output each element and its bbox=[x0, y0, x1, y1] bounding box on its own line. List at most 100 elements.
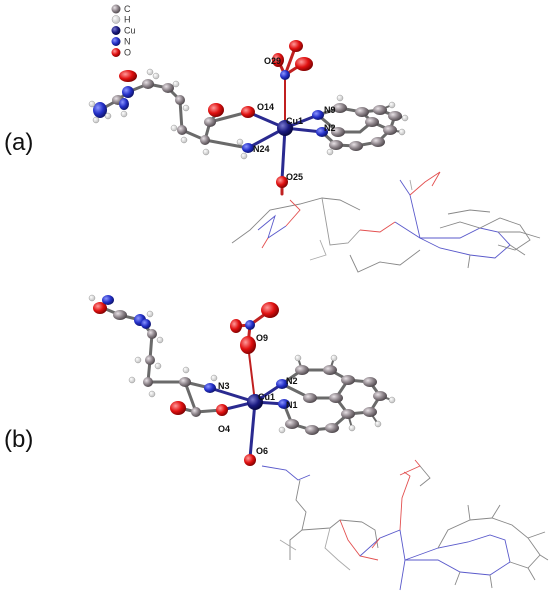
nitrogen-atom bbox=[93, 102, 107, 118]
carbon-atom bbox=[145, 355, 155, 365]
carbon-atom bbox=[341, 409, 355, 419]
hydrogen-atom bbox=[154, 362, 162, 370]
atom-label: N24 bbox=[253, 144, 270, 154]
hydrogen-atom bbox=[240, 152, 248, 160]
carbon-atom bbox=[363, 377, 377, 387]
hydrogen-atom bbox=[326, 148, 334, 156]
carbon-atom bbox=[371, 137, 385, 147]
nitrogen-atom bbox=[312, 110, 324, 120]
oxygen-atom bbox=[208, 103, 224, 117]
element-legend: C H Cu N O bbox=[111, 4, 136, 58]
hydrogen-atom bbox=[88, 294, 96, 302]
oxygen-atom bbox=[230, 319, 242, 333]
panel-a: (a) bbox=[4, 40, 541, 273]
hydrogen-atom bbox=[398, 128, 406, 136]
oxygen-atom bbox=[93, 302, 107, 314]
hydrogen-atom bbox=[236, 138, 244, 146]
nitrogen-atom bbox=[102, 295, 114, 305]
carbon-atom bbox=[175, 95, 185, 105]
carbon-atom bbox=[355, 107, 369, 117]
carbon-atom bbox=[204, 117, 216, 127]
hydrogen-atom bbox=[128, 376, 136, 384]
hydrogen-atom bbox=[374, 420, 382, 428]
panel-b-atoms bbox=[88, 294, 396, 466]
oxygen-atom bbox=[241, 106, 255, 118]
atom-label: Cu1 bbox=[258, 392, 275, 402]
carbon-atom bbox=[113, 310, 127, 320]
hydrogen-atom bbox=[278, 426, 286, 434]
panel-a-label: (a) bbox=[4, 129, 33, 156]
panel-b: (b) bbox=[4, 294, 549, 591]
legend-label-n: N bbox=[124, 37, 131, 47]
oxygen-atom bbox=[276, 176, 288, 188]
panel-b-atom-labels: O9 N3 N2 Cu1 N1 O4 O6 bbox=[218, 333, 298, 456]
carbon-atom bbox=[162, 83, 174, 93]
carbon-atom bbox=[383, 125, 397, 135]
hydrogen-atom bbox=[330, 354, 338, 362]
nitrogen-atom bbox=[204, 383, 216, 393]
carbon-atom bbox=[333, 103, 347, 113]
hydrogen-atom bbox=[202, 148, 210, 156]
copper-atom bbox=[277, 120, 293, 136]
panel-a-atoms bbox=[88, 40, 409, 188]
hydrogen-atom bbox=[120, 110, 128, 118]
hydrogen-atom bbox=[146, 310, 154, 318]
oxygen-atom bbox=[289, 40, 303, 52]
legend-copper-icon bbox=[111, 26, 121, 35]
nitrogen-atom bbox=[276, 379, 288, 389]
hydrogen-atom bbox=[156, 336, 164, 344]
carbon-atom bbox=[349, 141, 363, 151]
carbon-atom bbox=[177, 125, 187, 135]
oxygen-atom bbox=[261, 302, 279, 318]
nitrogen-atom bbox=[278, 399, 290, 409]
hydrogen-atom bbox=[336, 94, 344, 102]
hydrogen-atom bbox=[182, 104, 190, 112]
nitrogen-atom bbox=[245, 320, 255, 330]
atom-label: O25 bbox=[286, 172, 303, 182]
legend-oxygen-icon bbox=[111, 48, 121, 57]
oxygen-atom bbox=[240, 336, 256, 354]
panel-a-atom-labels: O29 O14 Cu1 N9 N2 N24 O25 bbox=[253, 56, 336, 182]
hydrogen-atom bbox=[170, 124, 178, 132]
carbon-atom bbox=[200, 135, 210, 145]
panel-a-bonds bbox=[98, 46, 406, 196]
nitrogen-atom bbox=[141, 319, 151, 329]
hydrogen-atom bbox=[401, 114, 409, 122]
hydrogen-atom bbox=[348, 424, 356, 432]
legend-nitrogen-icon bbox=[111, 37, 121, 46]
carbon-atom bbox=[388, 111, 402, 121]
hydrogen-atom bbox=[92, 116, 100, 124]
atom-label: O29 bbox=[264, 56, 281, 66]
carbon-atom bbox=[285, 419, 299, 429]
atom-label: N3 bbox=[218, 381, 230, 391]
hydrogen-atom bbox=[180, 136, 188, 144]
atom-label: N2 bbox=[324, 123, 336, 133]
atom-label: N9 bbox=[324, 105, 336, 115]
legend-carbon-icon bbox=[111, 4, 121, 14]
oxygen-atom bbox=[244, 454, 256, 466]
carbon-atom bbox=[325, 423, 339, 433]
nitrogen-atom bbox=[280, 70, 290, 80]
nitrogen-atom bbox=[119, 98, 129, 110]
carbon-atom bbox=[305, 425, 319, 435]
carbon-atom bbox=[143, 377, 153, 387]
panel-b-label: (b) bbox=[4, 426, 33, 453]
oxygen-atom bbox=[216, 404, 228, 416]
atom-label: N1 bbox=[286, 400, 298, 410]
carbon-atom bbox=[323, 365, 337, 375]
legend-label-cu: Cu bbox=[124, 26, 136, 36]
carbon-atom bbox=[331, 127, 345, 137]
carbon-atom bbox=[365, 117, 379, 127]
panel-b-neighbor-wireframe bbox=[261, 459, 549, 591]
atom-label: N2 bbox=[286, 376, 298, 386]
hydrogen-atom bbox=[148, 390, 156, 398]
carbon-atom bbox=[303, 393, 317, 403]
hydrogen-atom bbox=[104, 112, 112, 120]
legend-label-h: H bbox=[124, 15, 131, 25]
hydrogen-atom bbox=[388, 396, 396, 404]
carbon-atom bbox=[329, 393, 343, 403]
carbon-atom bbox=[179, 377, 191, 387]
atom-label: O6 bbox=[256, 446, 268, 456]
